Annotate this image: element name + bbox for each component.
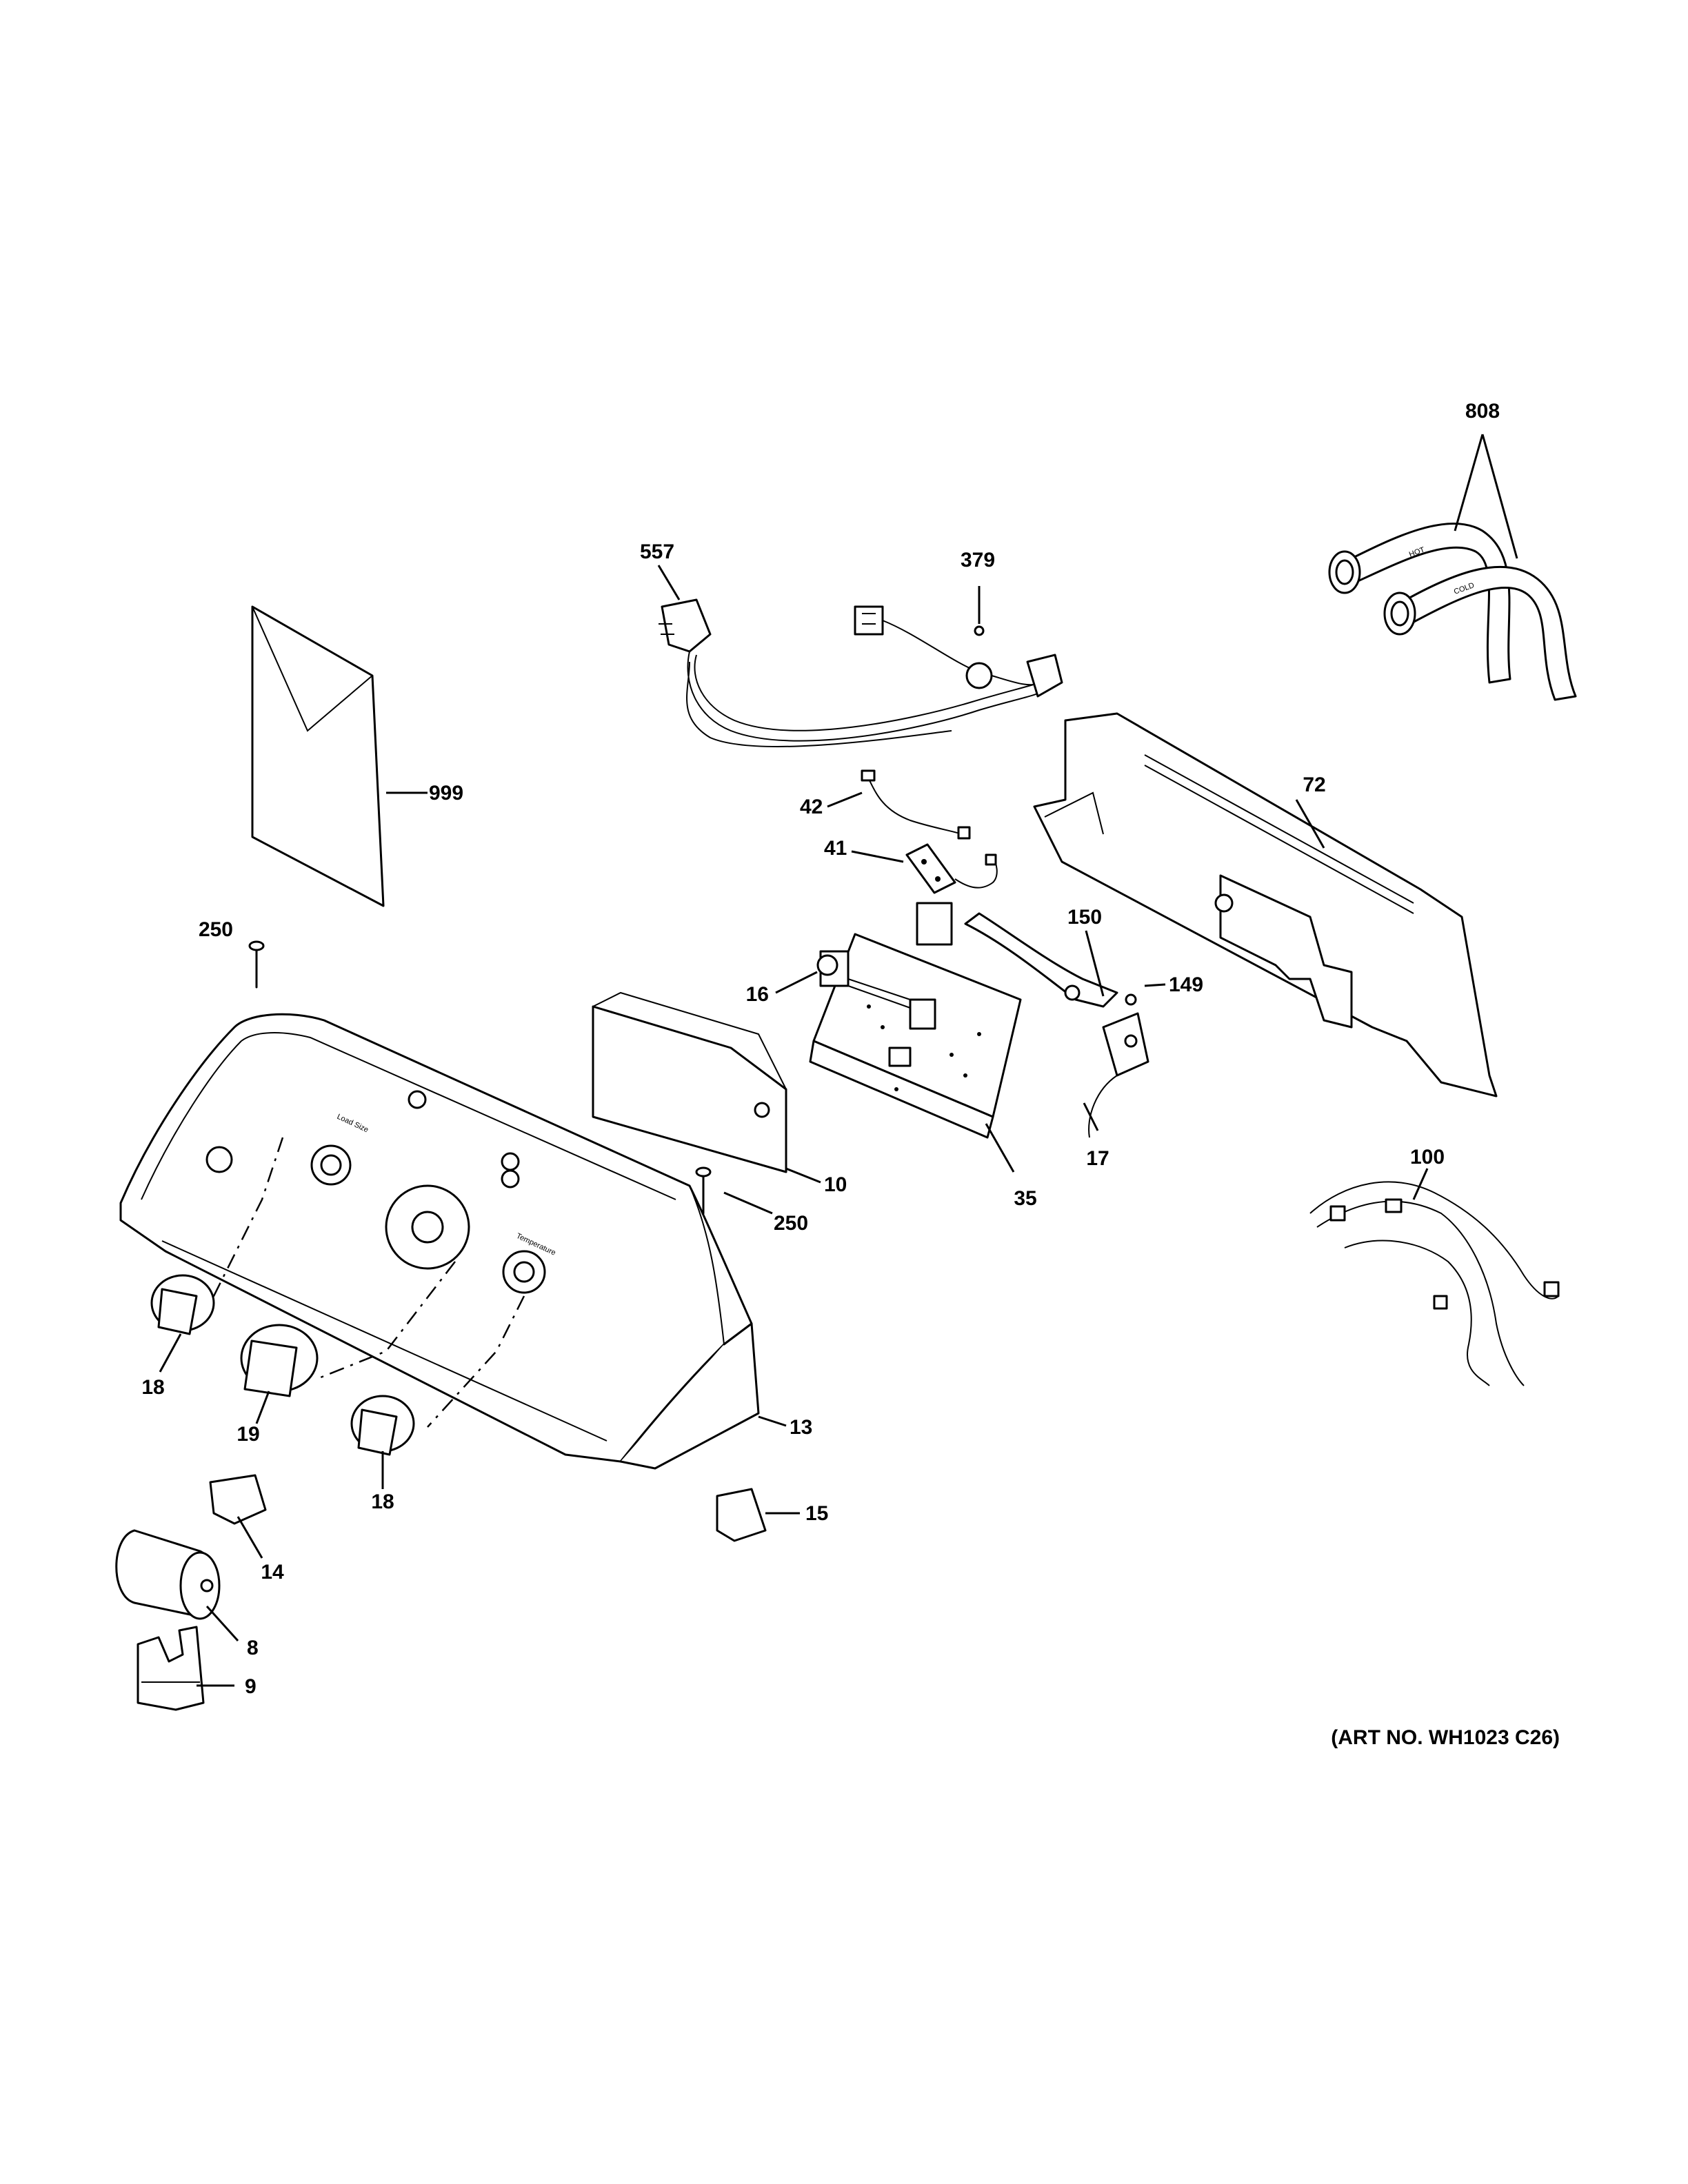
callout-10: 10 (824, 1173, 847, 1196)
callout-149: 149 (1169, 973, 1203, 996)
callout-100: 100 (1410, 1146, 1445, 1169)
part-16-knob-switch (775, 954, 838, 994)
part-72-bracket (1033, 712, 1498, 1098)
part-15-clip (716, 1488, 800, 1542)
callout-17: 17 (1086, 1147, 1109, 1170)
callout-18-right: 18 (371, 1490, 394, 1513)
part-250-screw-bottom (695, 1166, 773, 1215)
art-number: (ART NO. WH1023 C26) (1331, 1726, 1560, 1749)
part-150-lever (964, 912, 1118, 1008)
part-379-harness-clip (854, 586, 1063, 698)
callout-8: 8 (247, 1637, 259, 1659)
part-557-power-cord (657, 565, 1049, 747)
callout-808: 808 (1465, 400, 1500, 423)
callout-35: 35 (1014, 1187, 1036, 1210)
callout-16: 16 (746, 983, 769, 1006)
callout-9: 9 (245, 1675, 257, 1698)
callout-999: 999 (429, 782, 463, 805)
callout-41: 41 (824, 837, 847, 860)
part-250-screw-top (248, 940, 265, 989)
part-9-bracket (137, 1626, 234, 1711)
part-100-harness (1309, 1168, 1560, 1386)
part-18-knob-left (150, 1274, 215, 1373)
part-13-console: Load Size Temperature (119, 1013, 787, 1470)
part-19-knob-center (240, 1324, 319, 1424)
part-41-board (851, 843, 998, 894)
knob-alignment-lines (205, 1137, 525, 1428)
callout-13: 13 (790, 1416, 812, 1439)
callout-250-bottom: 250 (774, 1212, 808, 1235)
callout-15: 15 (805, 1502, 828, 1525)
part-14-clip (209, 1474, 267, 1559)
callout-72: 72 (1303, 774, 1325, 796)
callout-250-top: 250 (199, 918, 233, 941)
part-35-control-board (809, 902, 1022, 1173)
callout-150: 150 (1067, 906, 1102, 929)
part-8-capacitor (115, 1529, 239, 1642)
part-149-screw (1125, 983, 1166, 1006)
callout-18-left: 18 (141, 1376, 164, 1399)
part-10-shield (592, 991, 821, 1184)
callout-labels: 808 557 379 999 72 42 41 150 250 16 149 … (141, 400, 1560, 1749)
callout-19: 19 (237, 1423, 259, 1446)
part-808-inlet-hoses: HOT COLD (1328, 434, 1577, 701)
callout-42: 42 (800, 796, 823, 818)
part-999-literature (251, 605, 428, 907)
callout-14: 14 (261, 1561, 284, 1584)
callout-557: 557 (640, 540, 674, 563)
part-17-switch (1083, 1012, 1149, 1138)
callout-379: 379 (961, 549, 995, 572)
part-18-knob-right (350, 1395, 415, 1489)
part-42-wire (827, 769, 971, 840)
